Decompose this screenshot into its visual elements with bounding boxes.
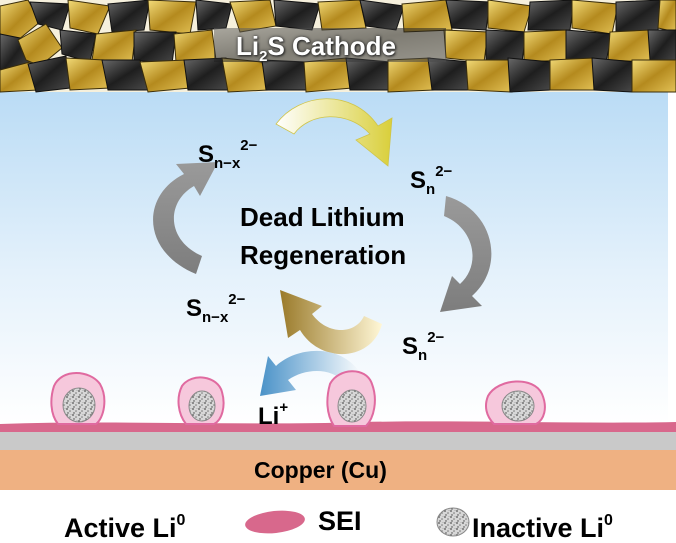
dead-lithium-deposit bbox=[485, 380, 546, 425]
top-yellow-curved-arrow bbox=[275, 98, 393, 167]
species-bottom-right: Sn2− bbox=[402, 329, 445, 364]
cathode-label-subscript: 2 bbox=[259, 48, 268, 65]
bottom-gold-curved-arrow bbox=[280, 290, 382, 355]
cycle-title-line2: Regeneration bbox=[240, 240, 407, 270]
species-top-left: Sn−x2− bbox=[198, 137, 258, 172]
sei-legend-icon bbox=[245, 510, 305, 534]
left-grey-curved-arrow bbox=[153, 162, 218, 274]
inactive-li-legend-icon bbox=[436, 507, 470, 537]
dead-lithium-deposit bbox=[326, 370, 376, 427]
li-ion-blue-curved-arrow bbox=[260, 350, 364, 396]
li-ion-label: Li+ bbox=[258, 399, 289, 430]
copper-current-collector bbox=[0, 450, 676, 490]
cathode-label: Li2S Cathode bbox=[236, 31, 396, 65]
species-top-right: Sn2− bbox=[410, 163, 453, 198]
cathode-label-li: Li bbox=[236, 31, 260, 61]
right-grey-curved-arrow bbox=[440, 196, 492, 312]
dead-lithium-deposit bbox=[177, 376, 225, 425]
legend-sei: SEI bbox=[318, 506, 362, 536]
li2s-cathode-particles bbox=[0, 0, 676, 93]
cathode-label-rest: S Cathode bbox=[267, 31, 397, 61]
dead-lithium-deposit bbox=[50, 372, 106, 425]
copper-label: Copper (Cu) bbox=[254, 457, 387, 483]
interlayer-grey bbox=[0, 432, 676, 450]
cycle-title-line1: Dead Lithium bbox=[240, 202, 405, 232]
species-bottom-left: Sn−x2− bbox=[186, 291, 246, 326]
